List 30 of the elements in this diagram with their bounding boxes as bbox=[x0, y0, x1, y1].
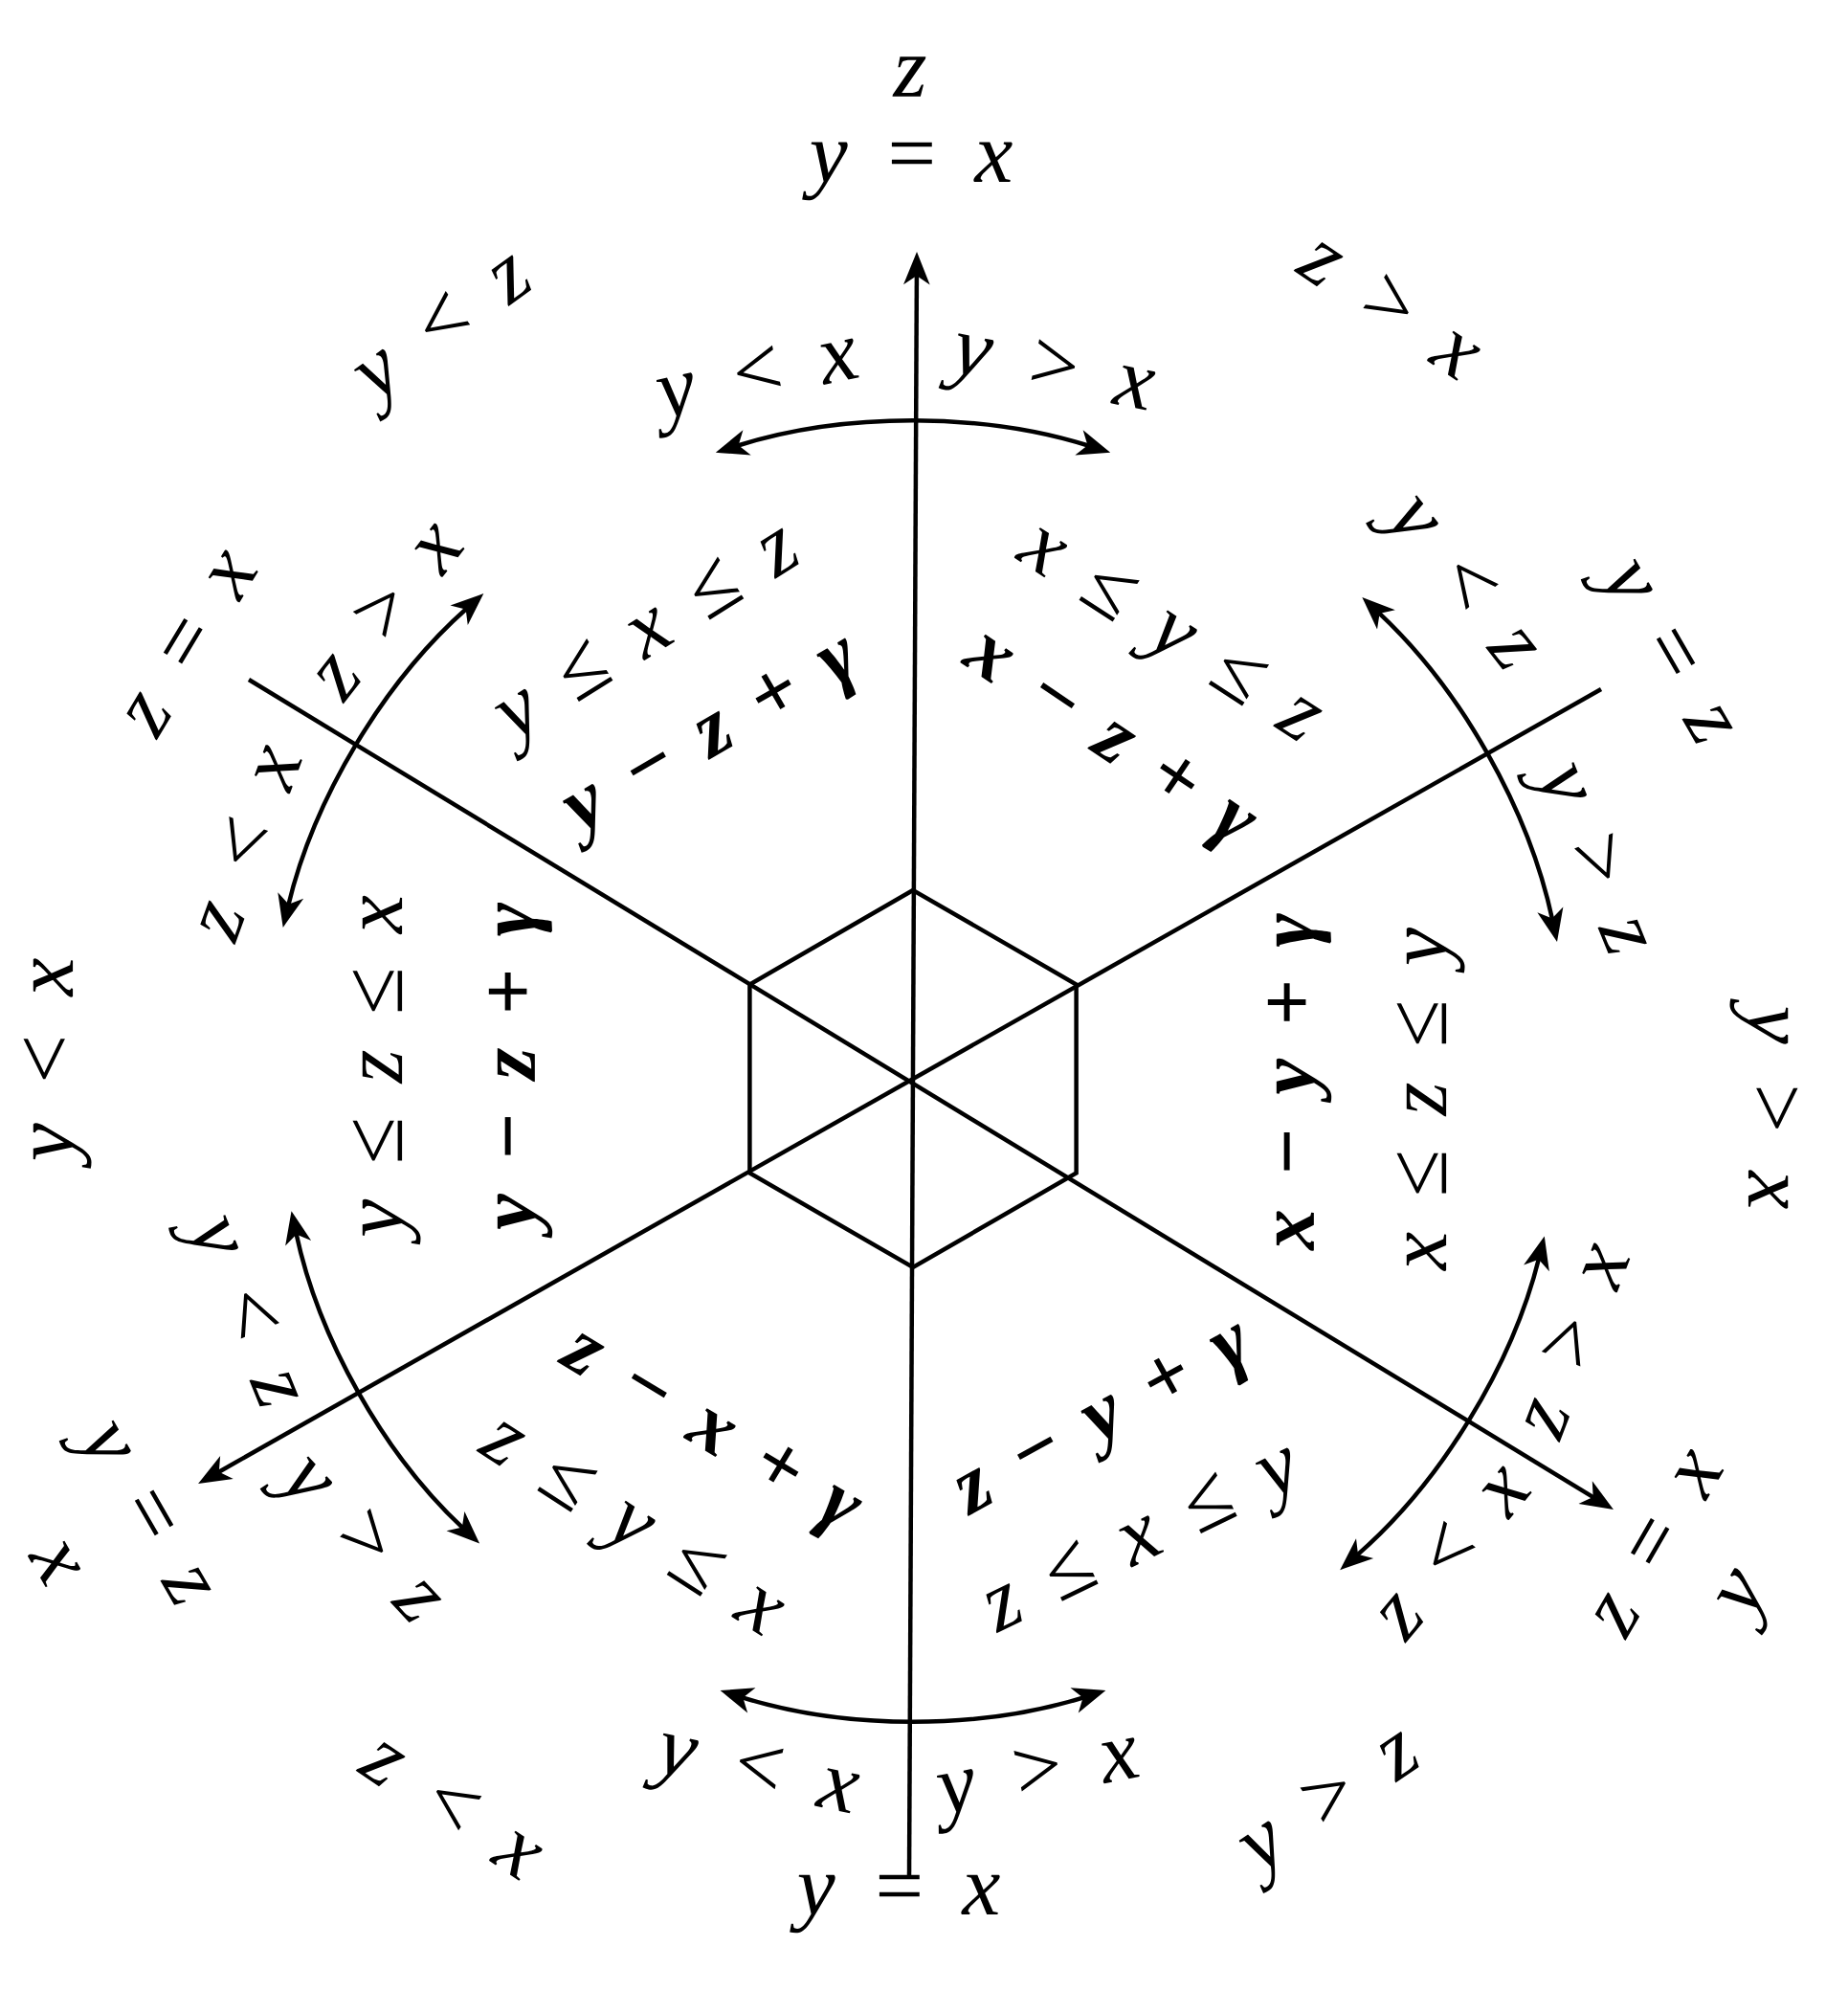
inequality-label: y < x bbox=[23, 958, 92, 1169]
axis-label: z bbox=[892, 56, 926, 97]
inequality-label: y > x bbox=[1729, 998, 1798, 1209]
inequality-label: y > z bbox=[1238, 1731, 1419, 1894]
axis-label: x bbox=[27, 1540, 81, 1588]
inequality-label: z < x bbox=[355, 1741, 543, 1881]
inequality-label: x ≤ z ≤ y bbox=[1396, 928, 1465, 1271]
inequality-label: z > x bbox=[1293, 241, 1481, 381]
hexagon bbox=[747, 887, 1079, 1270]
inequality-label: y < x bbox=[642, 1733, 860, 1814]
expression-label: y − z + γ bbox=[488, 902, 553, 1239]
equation-label: z = x bbox=[126, 549, 258, 741]
inequality-label: y > z bbox=[1517, 762, 1647, 954]
equation-label: y = x bbox=[790, 1874, 1000, 1934]
inequality-label: y > x bbox=[937, 1737, 1140, 1834]
inequality-label: z < x bbox=[1379, 1465, 1532, 1644]
inequality-label: y < x bbox=[657, 338, 859, 438]
expression-label: x − y + γ bbox=[1267, 913, 1332, 1251]
inequality-label: y > x bbox=[938, 333, 1156, 411]
inequality-label: y < z bbox=[168, 1215, 299, 1407]
inequality-label: y > z bbox=[259, 1456, 442, 1623]
inequality-label: z < x bbox=[200, 745, 302, 946]
axis-label: y bbox=[1716, 1568, 1768, 1636]
equation-label: y = z bbox=[1580, 558, 1733, 744]
equation-label: y = x bbox=[802, 142, 1013, 201]
inequality-label: z > x bbox=[1525, 1242, 1631, 1443]
inequality-label: y < z bbox=[354, 255, 532, 422]
inequality-label: y ≤ z ≤ x bbox=[352, 895, 421, 1245]
inequality-label: y < z bbox=[1366, 495, 1538, 670]
inequality-label: z > x bbox=[317, 523, 465, 705]
